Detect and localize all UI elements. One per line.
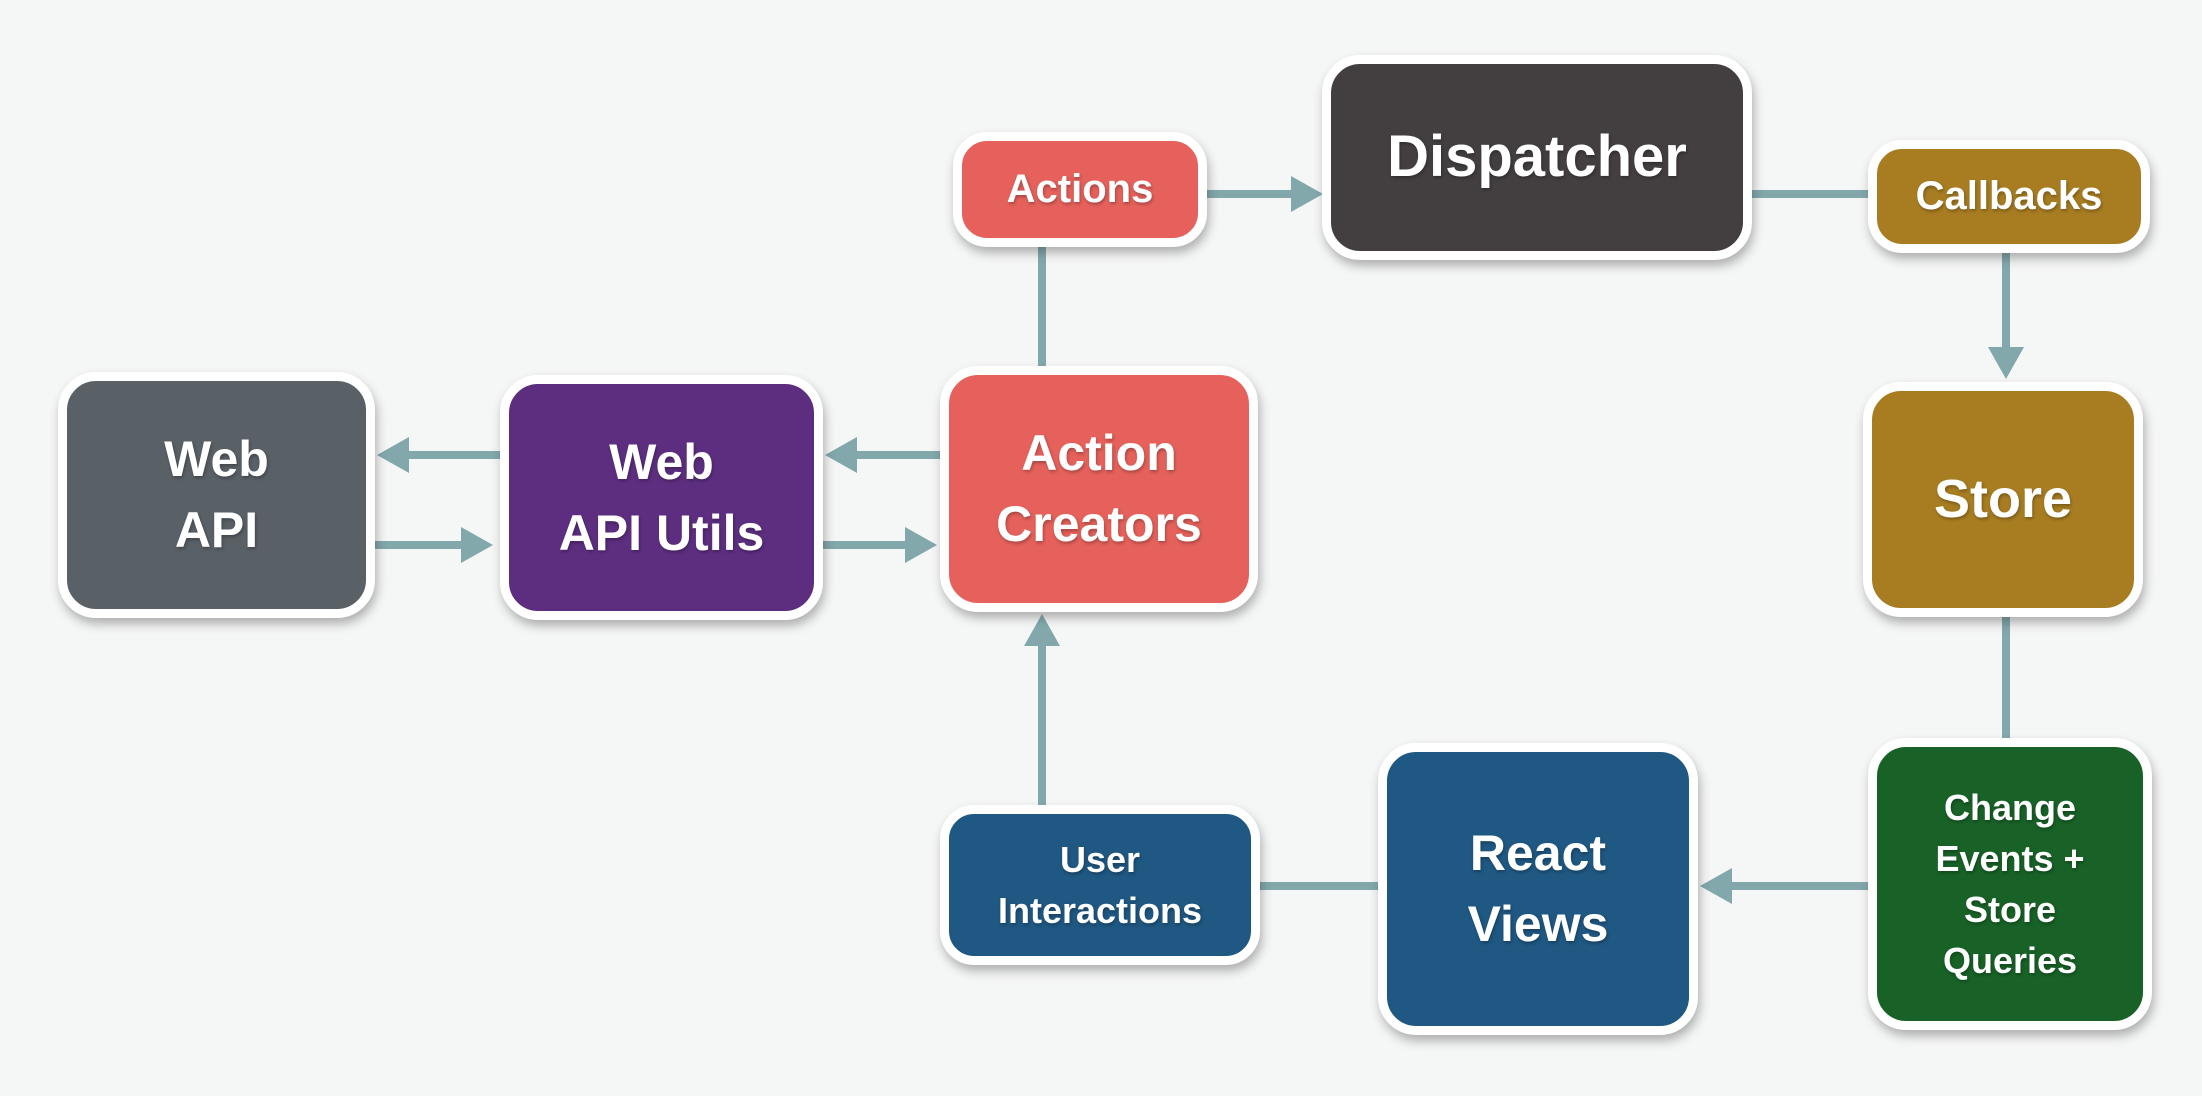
edge-actions-to-dispatcher-line <box>1207 190 1293 198</box>
node-dispatcher-label: Dispatcher <box>1387 124 1687 190</box>
edge-web-api-utils-to-action-creators-line <box>823 541 907 549</box>
edge-dispatcher-to-callbacks-line <box>1752 190 1868 198</box>
edge-callbacks-to-store-line <box>2002 253 2010 349</box>
edge-user-interactions-to-action-creators-line <box>1038 644 1046 805</box>
arrowhead-up-icon <box>1024 614 1060 646</box>
node-store: Store <box>1863 382 2143 617</box>
edge-action-creators-to-actions-line <box>1038 247 1046 366</box>
node-react-views: React Views <box>1378 743 1698 1035</box>
node-callbacks: Callbacks <box>1868 140 2150 253</box>
edge-store-to-change-events-line <box>2002 617 2010 738</box>
arrowhead-left-icon <box>825 437 857 473</box>
node-user-interactions-label: User Interactions <box>997 838 1203 931</box>
node-web-api-label: Web API <box>164 431 269 558</box>
node-user-interactions: User Interactions <box>940 805 1260 965</box>
node-store-label: Store <box>1933 469 2073 530</box>
arrowhead-left-icon <box>377 437 409 473</box>
arrowhead-right-icon <box>905 527 937 563</box>
node-web-api: Web API <box>58 372 375 618</box>
node-web-api-utils-label: Web API Utils <box>558 433 765 561</box>
node-react-views-label: React Views <box>1467 825 1609 952</box>
node-actions: Actions <box>953 132 1207 247</box>
node-change-events-store-queries-label: Change Events + Store Queries <box>1935 786 2085 982</box>
node-dispatcher: Dispatcher <box>1322 55 1752 260</box>
arrowhead-down-icon <box>1988 347 2024 379</box>
edge-web-api-utils-to-web-api-line <box>407 451 500 459</box>
arrowhead-right-icon <box>461 527 493 563</box>
node-callbacks-label: Callbacks <box>1915 174 2103 219</box>
node-action-creators-label: Action Creators <box>996 425 1202 552</box>
node-web-api-utils: Web API Utils <box>500 375 823 620</box>
node-actions-label: Actions <box>1006 167 1154 212</box>
edge-react-views-to-user-interactions-line <box>1260 882 1378 890</box>
arrowhead-right-icon <box>1291 176 1323 212</box>
node-change-events-store-queries: Change Events + Store Queries <box>1868 738 2152 1030</box>
edge-web-api-to-web-api-utils-line <box>375 541 463 549</box>
node-action-creators: Action Creators <box>940 366 1258 612</box>
edge-action-creators-to-web-api-utils-line <box>855 451 940 459</box>
arrowhead-left-icon <box>1700 868 1732 904</box>
edge-change-events-to-react-views-line <box>1730 882 1868 890</box>
